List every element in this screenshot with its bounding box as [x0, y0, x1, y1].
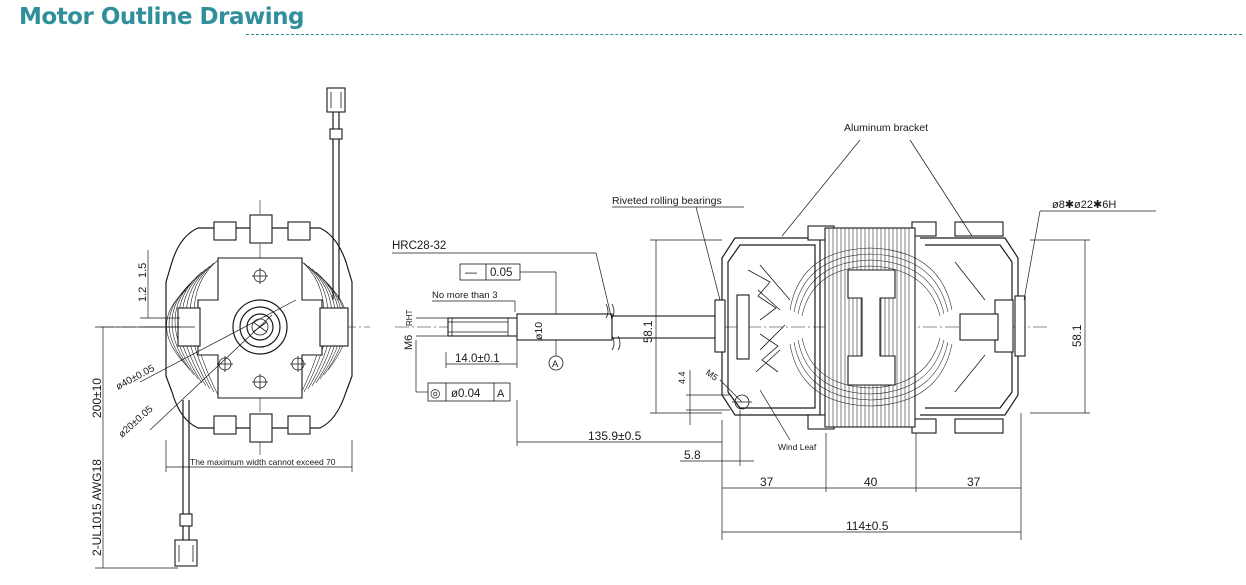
segment-rear-dim: 37 — [967, 475, 981, 489]
front-housing — [165, 227, 353, 429]
segment-front-dim: 37 — [760, 475, 774, 489]
segment-stator-dim: 40 — [864, 475, 878, 489]
hardness-label: HRC28-32 — [392, 240, 446, 252]
title-divider — [246, 34, 1242, 35]
side-winding — [789, 247, 953, 407]
height-inner-dim: 58.1 — [643, 321, 655, 343]
rear-bracket — [920, 221, 1026, 434]
dia-40-label: ø40±0.05 — [114, 363, 157, 393]
wire-spec: 2-UL1015 AWG18 — [90, 459, 104, 556]
wind-leaf-label: Wind Leaf — [778, 442, 817, 452]
height-outer-dim: 58.1 — [1072, 325, 1084, 347]
thread-hand: RHT — [405, 309, 414, 326]
motor-shaft — [447, 303, 721, 351]
overall-length-dim: 114±0.5 — [846, 519, 889, 533]
side-view: HRC28-32 — 0.05 No more than 3 M6 RHT ø1… — [392, 122, 1156, 540]
svg-text:◎: ◎ — [430, 386, 440, 400]
shaft-extension-dim: 135.9±0.5 — [588, 429, 642, 443]
bracket-label: Aluminum bracket — [844, 122, 928, 134]
top-lead-wire — [326, 87, 346, 300]
bearing-spec-label: ø8✱ø22✱6H — [1052, 199, 1116, 211]
bearing-boss-outer — [232, 299, 288, 355]
front-center-plate — [197, 257, 323, 399]
lead-length-dim: 200±10 — [90, 378, 104, 418]
svg-text:—: — — [465, 265, 477, 279]
front-view: 1.2 1.5 200±10 2-UL1015 AWG18 ø40±0.05 ø… — [90, 87, 370, 569]
no-more-than-label: No more than 3 — [432, 290, 497, 301]
bottom-lead-wire — [174, 400, 198, 567]
svg-text:ø0.04: ø0.04 — [451, 388, 481, 400]
dim-5-8: 5.8 — [684, 448, 701, 462]
bearing-label: Riveted rolling bearings — [612, 195, 722, 207]
coaxiality-callout: ◎ ø0.04 A — [416, 382, 511, 402]
shaft-diameter: ø10 — [533, 322, 545, 340]
mounting-hole-icon — [217, 268, 306, 390]
svg-text:0.05: 0.05 — [490, 267, 512, 279]
thread-size: M6 — [403, 335, 415, 350]
page-title: Motor Outline Drawing — [19, 4, 304, 30]
dim-4-4: 4.4 — [677, 371, 687, 384]
dim-1-2: 1.2 — [137, 287, 149, 302]
flatness-callout: — 0.05 — [459, 263, 557, 314]
dia-20-label: ø20±0.05 — [117, 404, 156, 441]
max-width-note: The maximum width cannot exceed 70 — [190, 457, 336, 467]
dim-1-5: 1.5 — [137, 263, 149, 278]
svg-text:A: A — [497, 388, 505, 400]
front-bracket — [714, 237, 821, 416]
thread-length-dim: 14.0±0.1 — [455, 353, 500, 365]
datum-a-marker: A — [548, 340, 564, 371]
svg-text:A: A — [552, 359, 559, 370]
m5-label: M5 — [704, 367, 720, 382]
